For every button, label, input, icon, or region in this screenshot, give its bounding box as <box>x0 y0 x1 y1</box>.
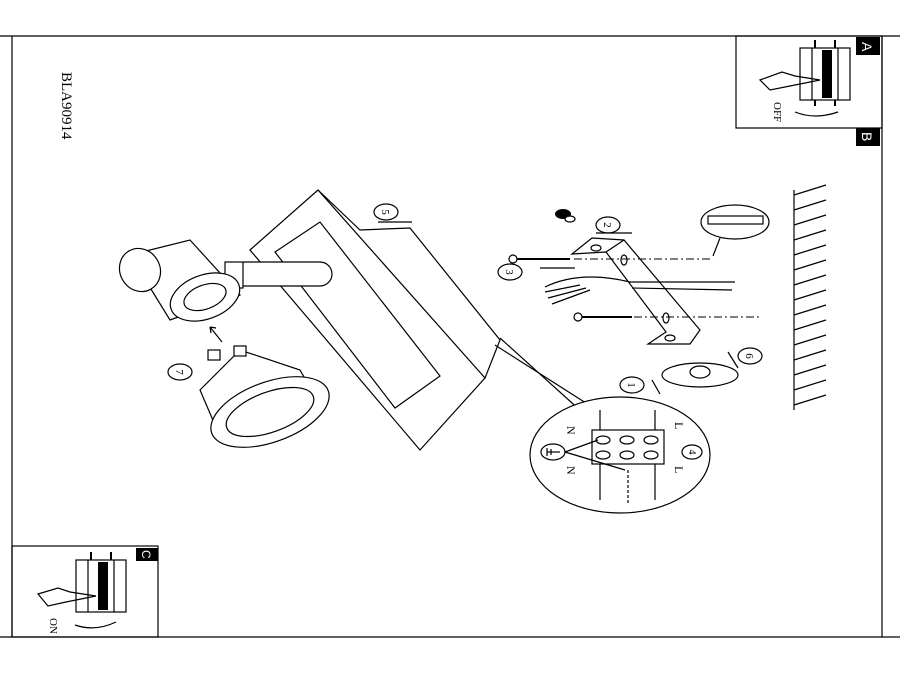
step-1-marker: 1 <box>619 376 661 395</box>
step-1-label: 1 <box>625 382 637 388</box>
earth-symbol-icon <box>540 439 626 471</box>
step-6-label: 6 <box>743 353 755 359</box>
panel-c-switch-on: C ON <box>11 545 159 638</box>
terminal-block-detail: N N L L 4 <box>494 337 711 514</box>
fuse-box-icon <box>75 552 127 613</box>
panel-a-switch-off: A OFF <box>735 35 883 129</box>
step-5-marker: 5 <box>373 203 412 223</box>
spotlight-head <box>118 239 242 322</box>
canopy-plate <box>249 189 501 451</box>
model-code: BLA90914 <box>58 72 74 140</box>
cable <box>544 276 735 305</box>
insert-arrow-icon <box>209 326 223 343</box>
hand-icon <box>758 71 821 91</box>
step-7-label: 7 <box>173 369 185 375</box>
step-4-label: 4 <box>686 450 697 455</box>
page-frame <box>0 35 900 638</box>
mounting-bracket <box>570 237 701 345</box>
step-7-marker: 7 <box>167 363 193 381</box>
panel-b-tag: B <box>859 132 875 141</box>
spotlight-arm <box>224 261 333 289</box>
panel-a-tag: A <box>859 42 875 52</box>
screw-lower <box>573 312 632 322</box>
step-6-marker: 6 <box>727 347 763 369</box>
step-5-label: 5 <box>379 209 391 215</box>
screw-upper <box>508 254 570 264</box>
step-2-marker: 2 <box>595 216 632 234</box>
wall-plug-detail <box>700 204 770 257</box>
step-3-label: 3 <box>503 269 515 275</box>
terminal-label-l-bottom: L <box>672 466 686 473</box>
rotate-arrow-icon <box>74 621 117 629</box>
step-2-label: 2 <box>601 222 613 228</box>
panel-c-state: ON <box>47 618 59 634</box>
step-4-marker: 4 <box>681 444 703 460</box>
gu10-bulb <box>199 345 330 448</box>
fuse-box-icon <box>799 40 851 106</box>
panel-b-tag-box: B <box>856 128 880 146</box>
nut-icon <box>555 209 576 223</box>
terminal-label-n-bottom: N <box>564 466 578 475</box>
panel-c-tag: C <box>139 550 153 559</box>
terminal-label-l-top: L <box>672 422 686 429</box>
hand-icon <box>36 587 97 607</box>
panel-a-state: OFF <box>771 102 783 122</box>
fixing-nut-bottom <box>661 362 739 388</box>
step-3-marker: 3 <box>497 263 575 281</box>
terminal-screws <box>595 435 659 460</box>
rotate-arrow-icon <box>794 111 839 117</box>
terminal-label-n-top: N <box>564 426 578 435</box>
wall-hatching <box>793 184 827 410</box>
